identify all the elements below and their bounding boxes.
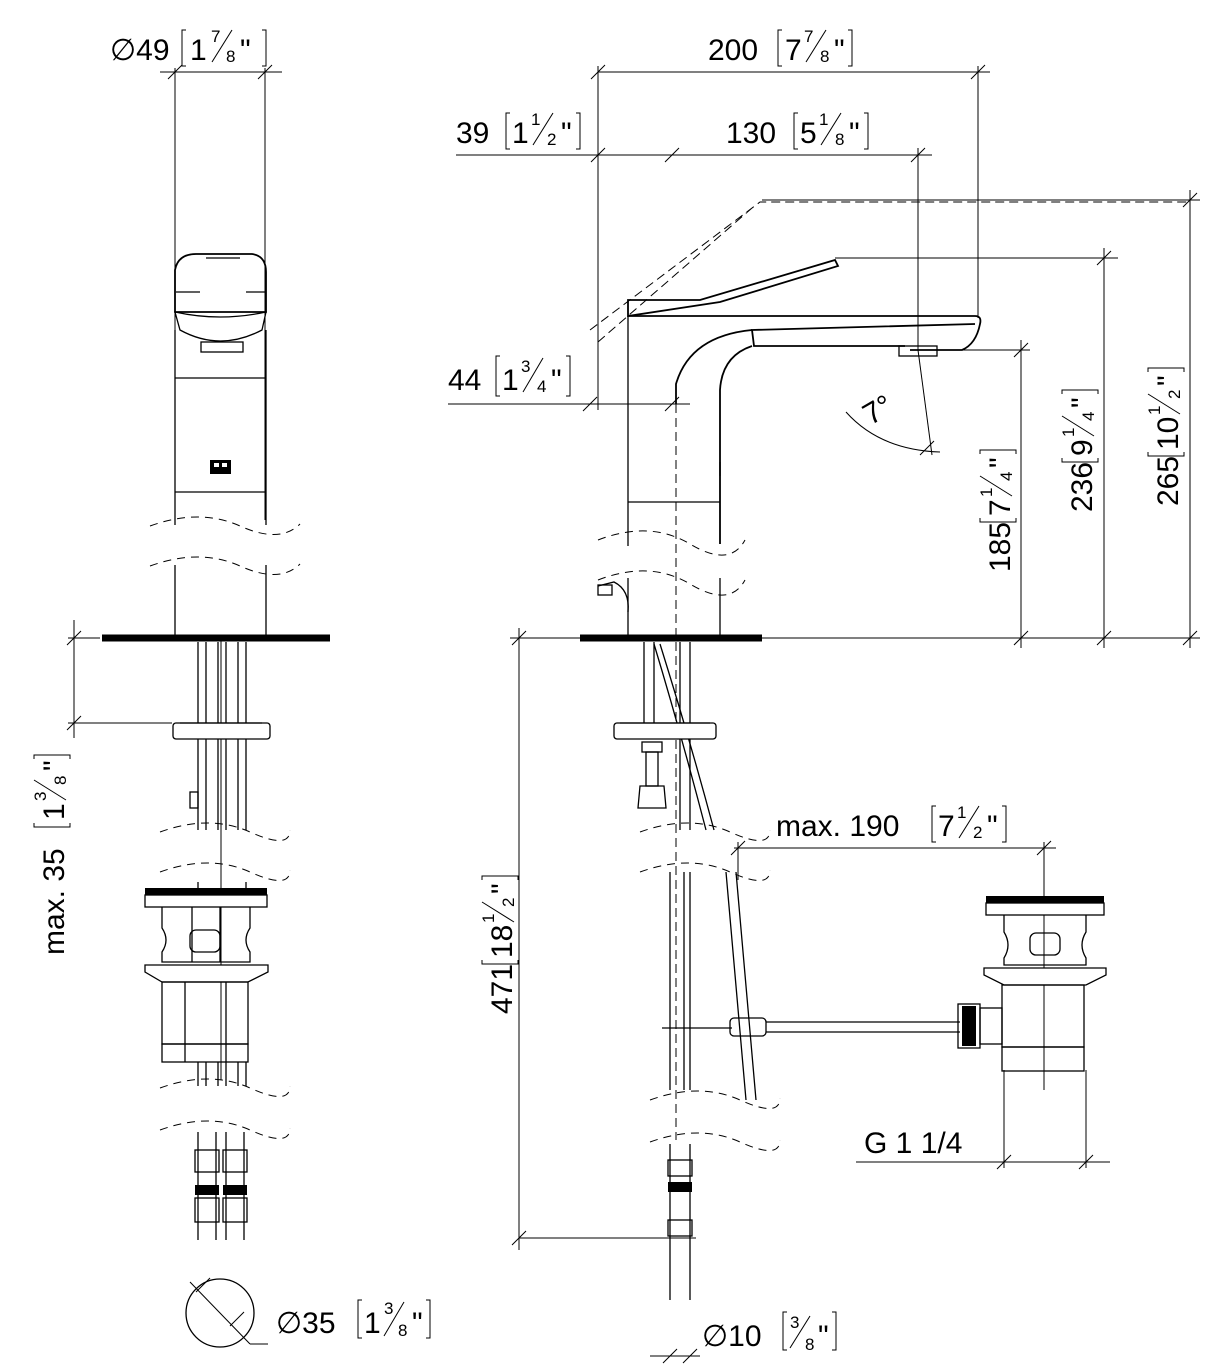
svg-text:3: 3 <box>384 1299 393 1318</box>
side-lower-pipes <box>662 871 757 1101</box>
svg-text:3: 3 <box>31 792 50 801</box>
svg-text:∅10: ∅10 <box>702 1320 762 1353</box>
faucet-body <box>597 258 982 1140</box>
svg-text:": " <box>818 1320 829 1353</box>
svg-text:185: 185 <box>984 522 1017 572</box>
side-view: 200 7 7 8 " 39 1 1 2 " 130 5 <box>448 27 1200 1364</box>
svg-text:": " <box>561 117 572 150</box>
svg-text:18: 18 <box>486 925 519 958</box>
dim-angle: 7° <box>845 349 941 456</box>
svg-text:": " <box>1066 397 1099 408</box>
svg-text:236: 236 <box>1066 462 1099 512</box>
svg-text:1: 1 <box>512 117 529 150</box>
svg-text:": " <box>1152 375 1185 386</box>
svg-text:7: 7 <box>938 810 955 843</box>
svg-text:max. 190: max. 190 <box>776 810 899 843</box>
svg-text:1: 1 <box>479 914 498 923</box>
svg-text:": " <box>38 760 71 771</box>
svg-text:7: 7 <box>211 27 220 46</box>
svg-text:": " <box>834 34 845 67</box>
svg-text:200: 200 <box>708 34 758 67</box>
svg-text:4: 4 <box>1079 412 1098 421</box>
dim-471: 471 18 1 2 " <box>479 628 696 1250</box>
dim-200: 200 7 7 8 " <box>590 27 990 318</box>
svg-text:∅49: ∅49 <box>110 34 170 67</box>
front-handle <box>174 253 267 353</box>
svg-text:8: 8 <box>398 1321 407 1340</box>
svg-text:2: 2 <box>499 898 518 907</box>
svg-text:2: 2 <box>973 823 982 842</box>
side-under-deck <box>613 642 717 831</box>
svg-text:": " <box>987 810 998 843</box>
svg-text:8: 8 <box>226 47 235 66</box>
svg-text:8: 8 <box>835 130 844 149</box>
svg-text:7: 7 <box>984 499 1017 516</box>
svg-text:": " <box>849 117 860 150</box>
svg-text:": " <box>486 883 519 894</box>
svg-text:44: 44 <box>448 364 481 397</box>
svg-text:1: 1 <box>819 110 828 129</box>
front-drain <box>144 888 269 1086</box>
svg-text:9: 9 <box>1066 439 1099 456</box>
dim-44: 44 1 3 4 " <box>448 355 690 412</box>
svg-text:265: 265 <box>1152 456 1185 506</box>
svg-text:8: 8 <box>820 47 829 66</box>
svg-text:471: 471 <box>486 964 519 1014</box>
svg-text:8: 8 <box>805 1335 814 1354</box>
svg-text:1: 1 <box>364 1307 381 1340</box>
svg-text:2: 2 <box>1165 390 1184 399</box>
front-hoses <box>194 1132 248 1240</box>
svg-text:": " <box>551 364 562 397</box>
dim-diam10: ∅10 3 8 " <box>650 1311 837 1364</box>
svg-text:1: 1 <box>957 803 966 822</box>
svg-text:10: 10 <box>1152 417 1185 450</box>
svg-text:1: 1 <box>190 34 207 67</box>
svg-text:1: 1 <box>1059 428 1078 437</box>
side-hose-bottom <box>667 1144 693 1300</box>
svg-text:∅35: ∅35 <box>276 1307 336 1340</box>
dim-diam35: ∅35 1 3 8 " <box>185 1277 431 1348</box>
dim-heights: 185 7 1 4 " 236 9 1 4 " 265 <box>762 190 1200 648</box>
svg-text:39: 39 <box>456 117 489 150</box>
svg-text:130: 130 <box>726 117 776 150</box>
svg-text:4: 4 <box>537 377 546 396</box>
svg-text:": " <box>240 34 251 67</box>
svg-text:7°: 7° <box>857 389 898 432</box>
front-view: ∅49 1 7 8 " <box>31 27 431 1348</box>
svg-text:3: 3 <box>790 1313 799 1332</box>
svg-text:2: 2 <box>547 130 556 149</box>
lever-raised-outline <box>589 201 1190 343</box>
svg-text:4: 4 <box>997 472 1016 481</box>
front-body <box>174 330 267 636</box>
svg-text:1: 1 <box>502 364 519 397</box>
dim-diam49: ∅49 1 7 8 " <box>110 27 282 520</box>
svg-text:7: 7 <box>785 34 802 67</box>
side-drain <box>729 896 1107 1072</box>
dim-max190: max. 190 7 1 2 " <box>730 803 1056 1090</box>
svg-text:1: 1 <box>1145 406 1164 415</box>
svg-text:5: 5 <box>800 117 817 150</box>
svg-text:1: 1 <box>38 803 71 820</box>
dim-max35: max. 35 1 3 8 " <box>31 620 172 955</box>
svg-text:8: 8 <box>51 776 70 785</box>
svg-text:G 1 1/4: G 1 1/4 <box>864 1127 962 1160</box>
svg-text:7: 7 <box>804 27 813 46</box>
svg-text:1: 1 <box>531 110 540 129</box>
svg-text:3: 3 <box>521 357 530 376</box>
svg-text:": " <box>984 457 1017 468</box>
svg-text:1: 1 <box>977 488 996 497</box>
dim-39-130: 39 1 1 2 " 130 5 1 8 " <box>456 66 932 410</box>
dim-thread: G 1 1/4 <box>856 1070 1110 1170</box>
svg-text:": " <box>412 1307 423 1340</box>
front-rods <box>172 642 271 892</box>
svg-text:max. 35: max. 35 <box>38 848 71 955</box>
